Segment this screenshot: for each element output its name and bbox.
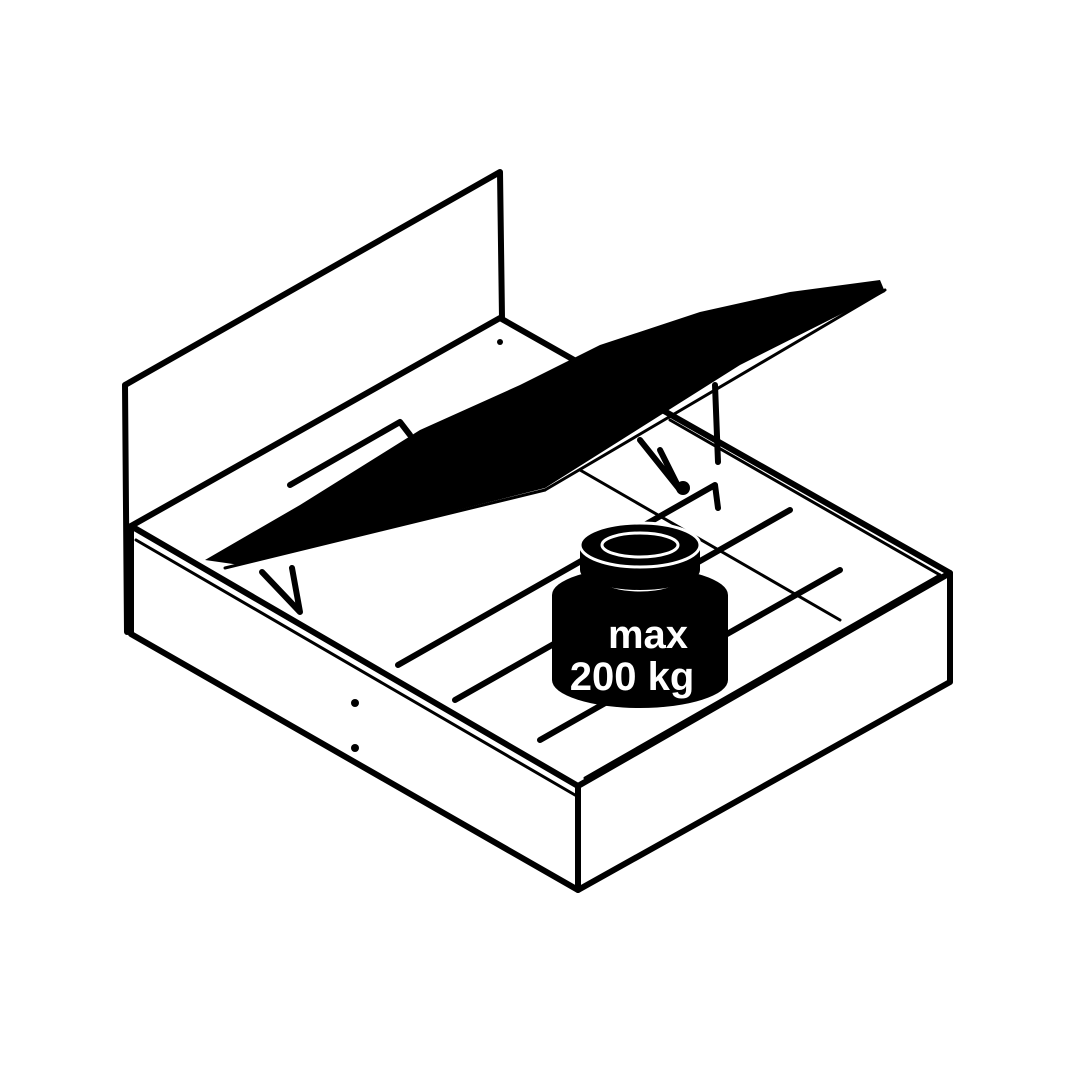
weight-label-max: max (608, 613, 688, 657)
weight-icon: max 200 kg (552, 521, 728, 708)
weight-label-value: 200 kg (570, 655, 695, 699)
bed-frame (128, 315, 953, 893)
lifted-lid (205, 280, 887, 615)
